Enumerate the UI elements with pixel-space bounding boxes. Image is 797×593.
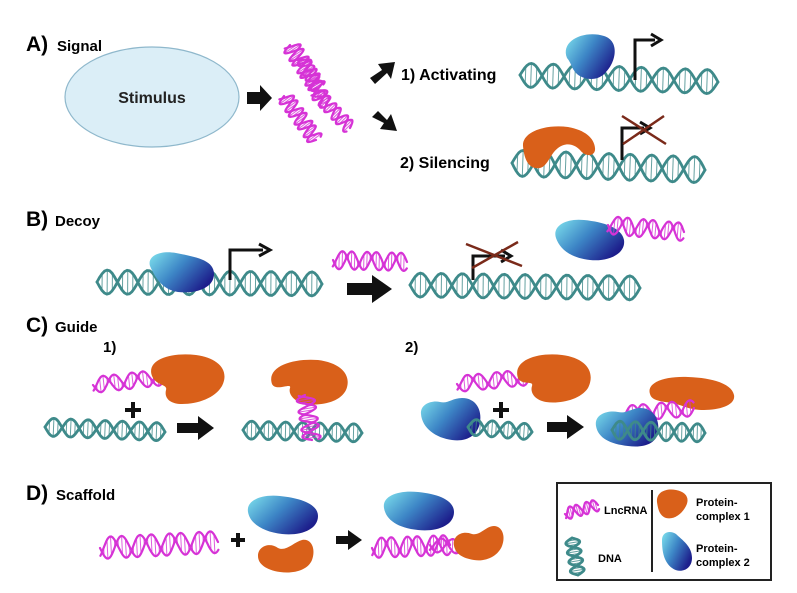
- silencing-label: 2) Silencing: [400, 155, 490, 172]
- panel-c: C) Guide 1) 2): [26, 314, 735, 447]
- lncrna-strand: [91, 368, 167, 394]
- panel-a: A) Signal Stimulus 1) Activating 2) Sile…: [26, 32, 720, 185]
- arrow-right-icon: [547, 415, 584, 439]
- cross-icon: [621, 114, 667, 146]
- protein-complex-1: [522, 126, 596, 169]
- protein-complex-2: [420, 398, 481, 441]
- legend-protein-complex-1-line2: complex 1: [696, 511, 750, 523]
- dna-helix: [466, 418, 534, 441]
- cross-icon: [465, 240, 523, 270]
- arrow-right-icon: [347, 275, 392, 303]
- legend-lncrna-label: LncRNA: [604, 505, 647, 517]
- panel-c-title: Guide: [55, 319, 98, 336]
- protein-complex-1: [649, 376, 735, 410]
- protein-complex-2: [383, 491, 454, 531]
- protein-complex-1: [258, 539, 314, 573]
- legend-dna-icon: [564, 536, 586, 577]
- plus-icon: [125, 402, 141, 418]
- lncrna-strand: [331, 250, 409, 273]
- legend-protein-complex-2-icon: [662, 532, 692, 571]
- legend-dna-label: DNA: [598, 553, 622, 565]
- protein-complex-2: [149, 252, 214, 293]
- protein-complex-1: [271, 359, 348, 405]
- legend-protein-complex-2-line2: complex 2: [696, 557, 750, 569]
- lncrna-strand: [278, 43, 354, 144]
- transcription-start-arrow-icon: [633, 32, 664, 80]
- arrow-right-icon: [177, 416, 214, 440]
- dna-helix: [518, 61, 720, 96]
- legend: LncRNA DNA Protein- complex 1 Protein- c…: [556, 482, 772, 581]
- legend-protein-complex-1-line1: Protein-: [696, 497, 738, 509]
- dna-helix: [408, 271, 642, 302]
- arrow-down-right-icon: [372, 111, 397, 131]
- arrow-up-right-icon: [370, 62, 395, 84]
- protein-complex-1: [517, 354, 591, 403]
- panel-b: B) Decoy: [26, 208, 686, 303]
- protein-complex-2: [247, 495, 318, 535]
- lncrna-strand: [98, 530, 220, 560]
- panel-c-sub1: 1): [103, 339, 116, 356]
- legend-protein-complex-2-line1: Protein-: [696, 543, 738, 555]
- panel-c-sub2: 2): [405, 339, 418, 356]
- panel-d-title: Scaffold: [56, 487, 115, 504]
- panel-d-letter: D): [26, 482, 48, 505]
- arrow-right-icon: [247, 85, 272, 111]
- plus-icon: [231, 533, 245, 547]
- panel-a-letter: A): [26, 33, 48, 56]
- lncrna-strand: [606, 215, 686, 242]
- stimulus-ellipse: [64, 46, 240, 148]
- panel-b-title: Decoy: [55, 213, 101, 230]
- dna-helix: [241, 419, 364, 444]
- protein-complex-1: [151, 354, 225, 404]
- protein-complex-2: [555, 219, 625, 261]
- plus-icon: [493, 402, 509, 418]
- activating-label: 1) Activating: [401, 67, 496, 84]
- lncrna-strand: [455, 368, 532, 393]
- dna-helix: [610, 419, 707, 444]
- panel-a-title: Signal: [57, 38, 102, 55]
- dna-helix: [43, 416, 167, 443]
- stimulus-label: Stimulus: [118, 90, 186, 107]
- panel-c-letter: C): [26, 314, 48, 337]
- panel-b-letter: B): [26, 208, 48, 231]
- protein-complex-1: [453, 526, 504, 561]
- protein-complex-2: [565, 34, 615, 79]
- panel-d: D) Scaffold: [26, 482, 504, 573]
- lncrna-strand: [295, 393, 322, 442]
- arrow-right-icon: [336, 530, 362, 550]
- transcription-start-arrow-icon: [620, 120, 653, 160]
- transcription-start-arrow-icon: [228, 242, 274, 280]
- legend-protein-complex-1-icon: [656, 489, 688, 519]
- legend-lncrna-icon: [563, 499, 601, 520]
